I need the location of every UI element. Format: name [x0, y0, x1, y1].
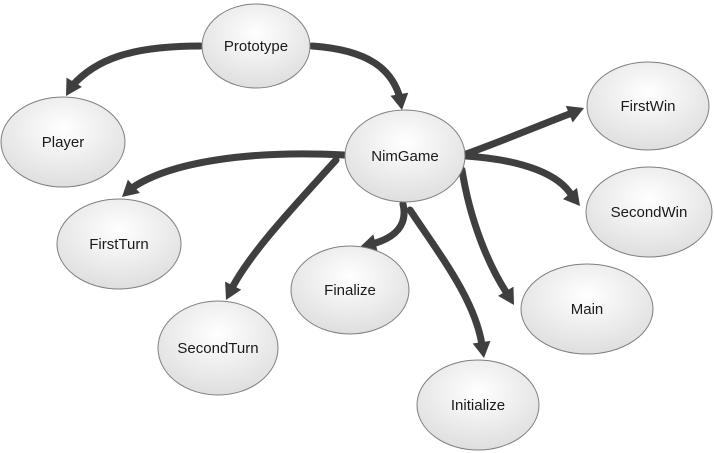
node-secondwin: SecondWin [585, 166, 713, 258]
edge-nimgame-to-secondturn [225, 156, 340, 300]
edge-nimgame-to-firstwin [462, 105, 584, 158]
node-label: SecondWin [611, 204, 688, 221]
arrowhead-icon [66, 77, 82, 96]
node-label: Main [571, 301, 604, 318]
node-main: Main [520, 263, 654, 355]
node-label: Finalize [324, 282, 376, 299]
arrowhead-icon [390, 92, 409, 110]
node-ellipse [290, 245, 410, 335]
edge-nimgame-to-firstturn [122, 150, 348, 197]
edge-nimgame-to-main [458, 166, 514, 305]
arrowhead-icon [498, 286, 514, 305]
node-ellipse [586, 61, 710, 151]
node-label: Prototype [224, 38, 288, 55]
node-label: SecondTurn [177, 340, 258, 357]
node-ellipse [201, 3, 311, 89]
node-prototype: Prototype [201, 3, 311, 89]
node-firstwin: FirstWin [586, 61, 710, 151]
arrowhead-icon [565, 105, 584, 123]
node-label: Player [42, 134, 85, 151]
node-ellipse [56, 198, 182, 290]
node-ellipse [157, 300, 279, 396]
node-player: Player [0, 96, 126, 188]
arrowhead-icon [225, 281, 242, 300]
node-nimgame: NimGame [344, 109, 466, 203]
node-secondturn: SecondTurn [157, 300, 279, 396]
node-ellipse [0, 96, 126, 188]
node-label: FirstWin [621, 98, 676, 115]
node-finalize: Finalize [290, 245, 410, 335]
edge-nimgame-to-initialize [406, 206, 491, 358]
arrowhead-icon [472, 340, 491, 358]
node-initialize: Initialize [416, 359, 540, 451]
node-firstturn: FirstTurn [56, 198, 182, 290]
arrowhead-icon [122, 179, 140, 197]
node-ellipse [416, 359, 540, 451]
arrowhead-icon [562, 187, 580, 206]
node-label: FirstTurn [89, 236, 148, 253]
node-label: Initialize [451, 397, 505, 414]
node-label: NimGame [371, 148, 439, 165]
edges-layer [66, 42, 584, 358]
edge-nimgame-to-finalize [360, 200, 408, 252]
node-ellipse [344, 109, 466, 203]
edge-prototype-to-nimgame [308, 42, 409, 110]
node-ellipse [520, 263, 654, 355]
edge-nimgame-to-secondwin [462, 152, 580, 206]
node-ellipse [585, 166, 713, 258]
edge-prototype-to-player [66, 42, 204, 96]
